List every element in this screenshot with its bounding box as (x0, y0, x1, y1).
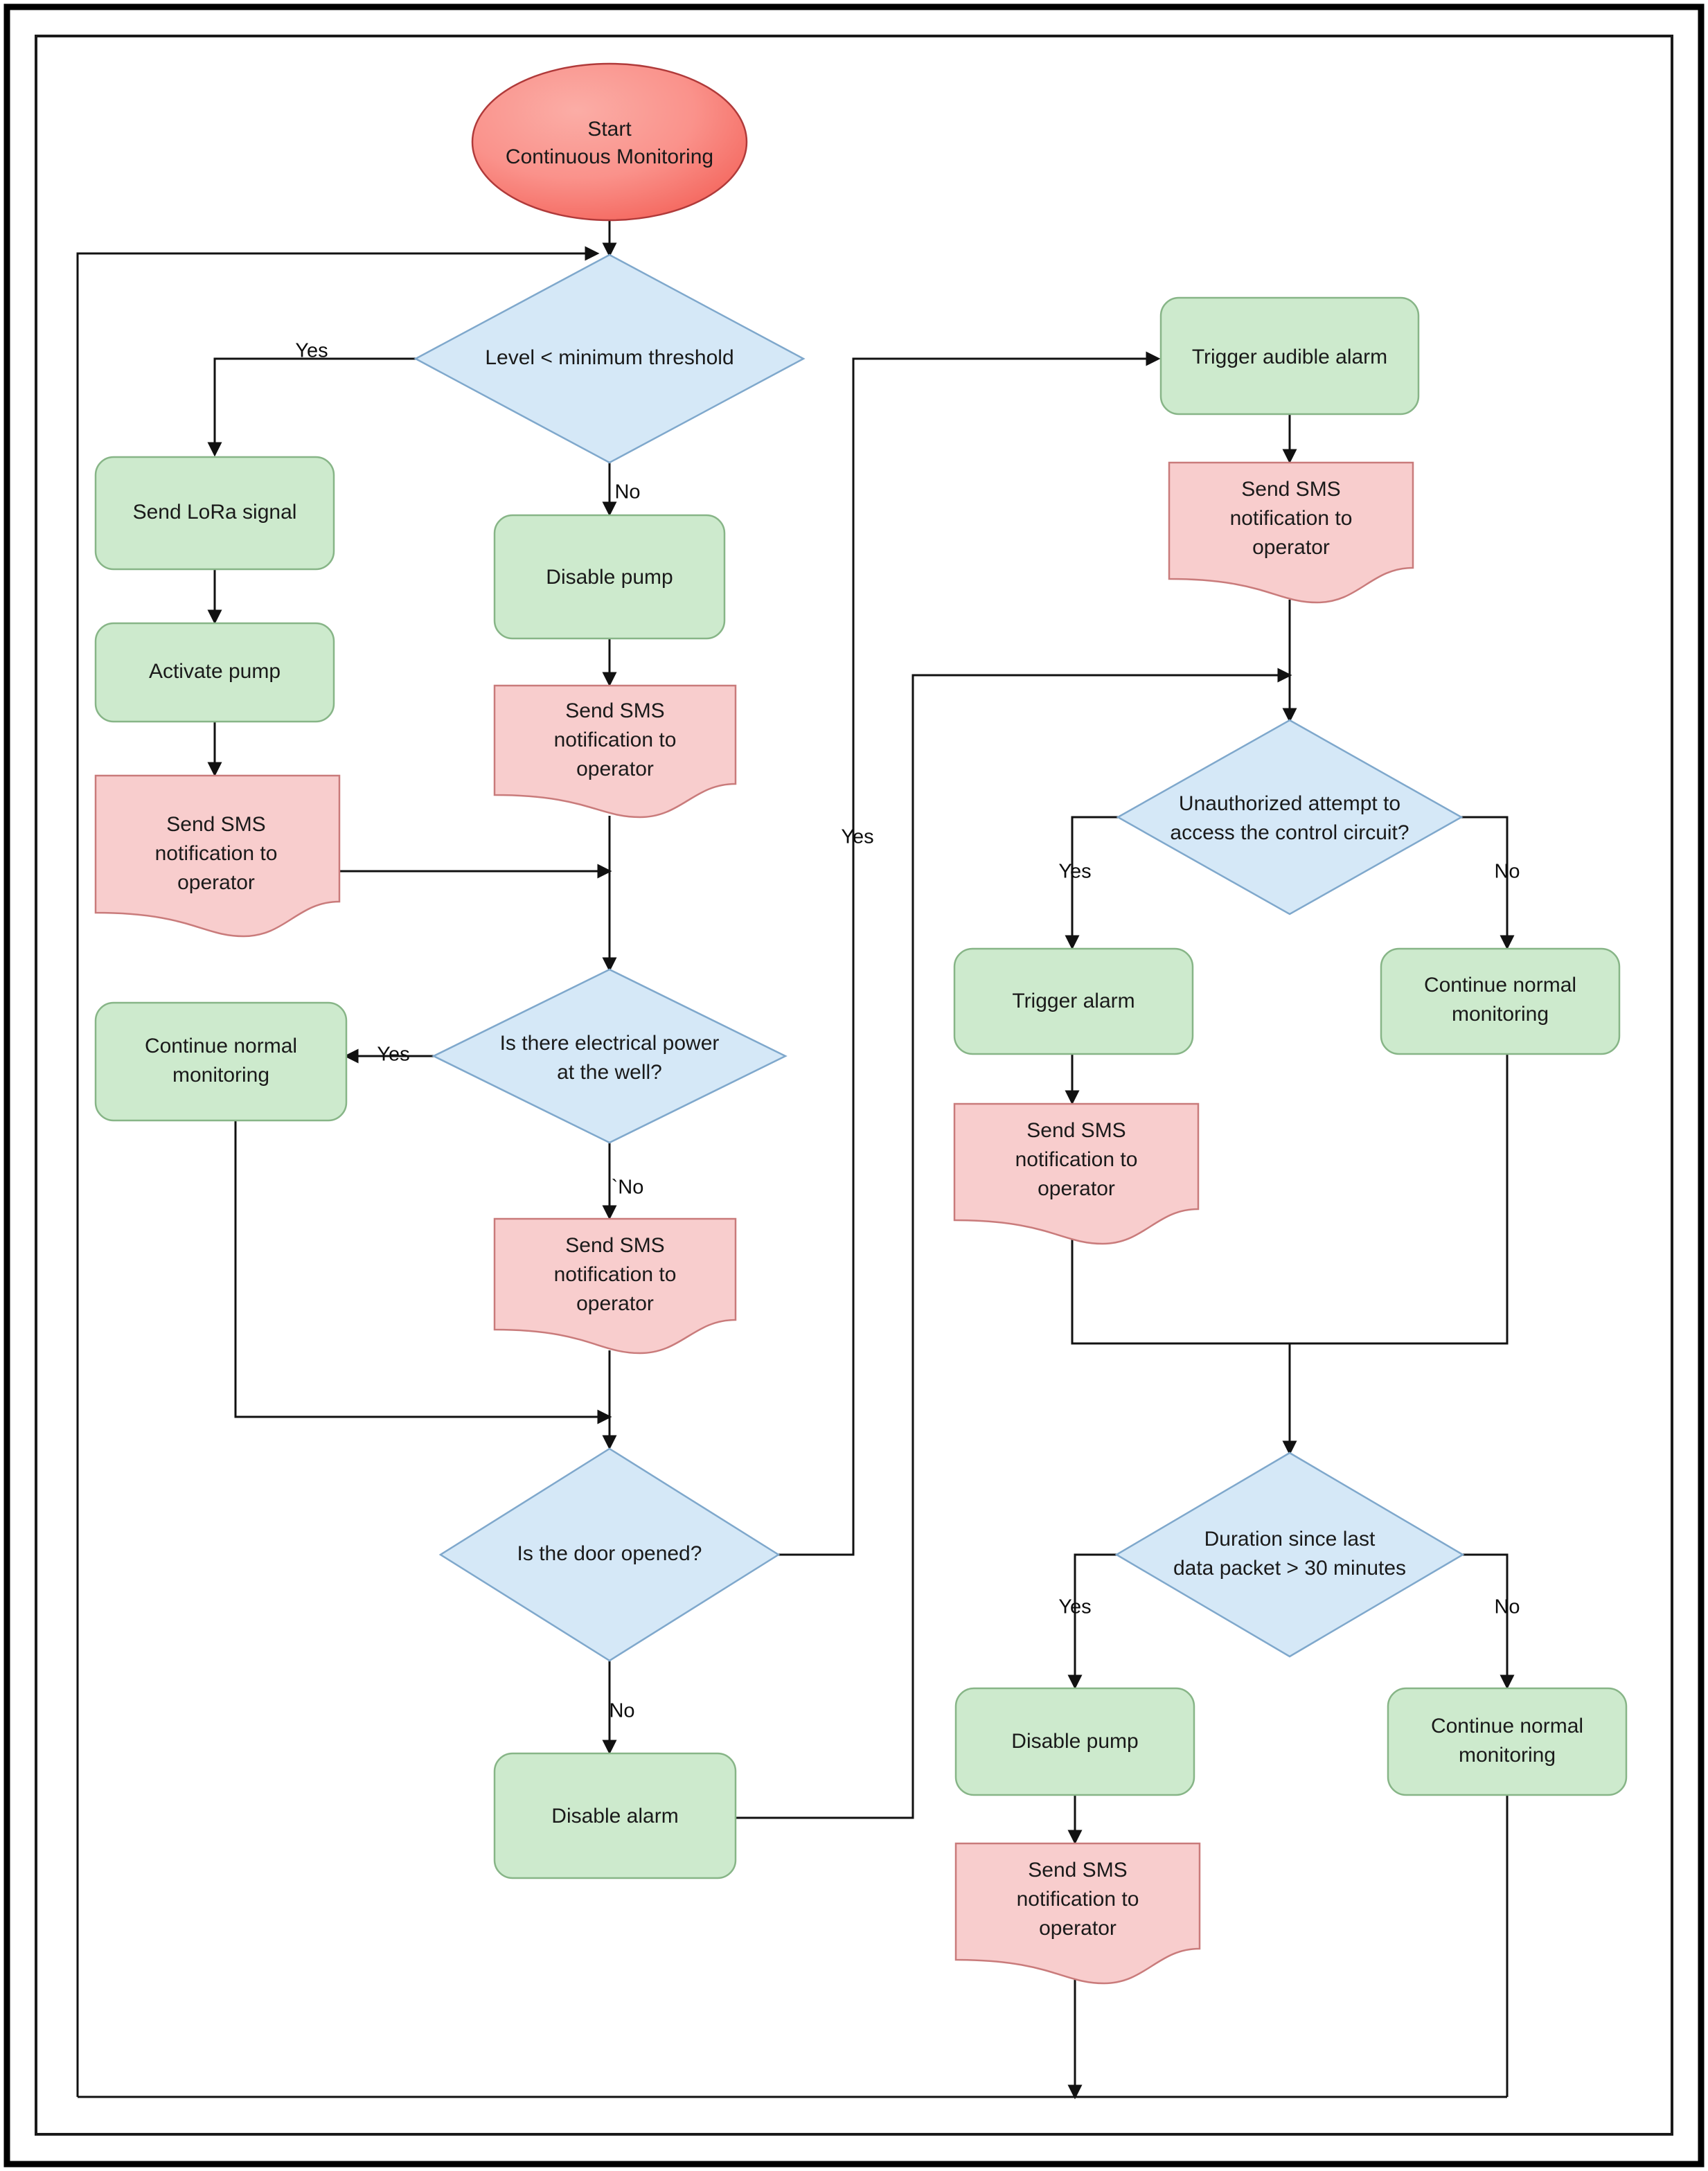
edge-disable-alarm-to-unauth (736, 668, 1292, 1819)
page-border-inner (35, 35, 1673, 2136)
edge-unauth-merge-left (1071, 1240, 1290, 1345)
node-sms-middle-top[interactable]: Send SMS notification to operator (493, 684, 737, 819)
edge-label-unauth-yes: Yes (1058, 861, 1091, 883)
node-disable-pump-middle[interactable]: Disable pump (493, 514, 726, 640)
edge-label-door-no: No (609, 1700, 634, 1722)
node-start[interactable]: Start Continuous Monitoring (471, 62, 748, 222)
node-decision-door-opened[interactable]: Is the door opened? (438, 1447, 781, 1662)
node-disable-pump-bottom[interactable]: Disable pump (954, 1687, 1195, 1796)
node-trigger-audible-alarm[interactable]: Trigger audible alarm (1159, 296, 1420, 416)
node-send-lora-signal[interactable]: Send LoRa signal (94, 456, 335, 571)
edge-label-power-yes: Yes (377, 1044, 409, 1066)
edge-label-power-no: `No (612, 1177, 644, 1199)
edge-global-loop-to-level (76, 246, 600, 2097)
node-decision-electrical-power[interactable]: Is there electrical power at the well? (432, 968, 788, 1144)
node-continue-normal-monitoring-duration[interactable]: Continue normal monitoring (1387, 1687, 1628, 1796)
node-continue-normal-monitoring-left[interactable]: Continue normal monitoring (94, 1001, 348, 1122)
node-decision-level[interactable]: Level < minimum threshold (413, 253, 806, 464)
node-sms-left[interactable]: Send SMS notification to operator (94, 774, 341, 938)
node-continue-normal-monitoring-unauth[interactable]: Continue normal monitoring (1380, 947, 1621, 1055)
edge-unauth-no (1460, 816, 1515, 950)
node-sms-middle-bottom[interactable]: Send SMS notification to operator (493, 1217, 737, 1355)
edge-label-level-no: No (614, 481, 640, 503)
node-sms-unauth[interactable]: Send SMS notification to operator (953, 1102, 1200, 1245)
node-trigger-alarm[interactable]: Trigger alarm (953, 947, 1194, 1055)
edge-level-yes (207, 357, 417, 457)
edge-cont-left-to-door-trunk (234, 1120, 612, 1424)
edge-duration-no (1459, 1553, 1515, 1690)
node-activate-pump[interactable]: Activate pump (94, 622, 335, 723)
edge-door-yes-to-audible-alarm (777, 351, 1161, 1556)
page-border-outer (3, 3, 1705, 2168)
node-disable-alarm[interactable]: Disable alarm (493, 1752, 737, 1879)
node-sms-right-top[interactable]: Send SMS notification to operator (1168, 461, 1414, 604)
edge-label-door-yes: Yes (841, 826, 873, 848)
edge-unauth-yes (1065, 816, 1119, 950)
node-decision-unauthorized-access[interactable]: Unauthorized attempt to access the contr… (1116, 719, 1464, 915)
node-sms-bottom[interactable]: Send SMS notification to operator (954, 1842, 1201, 1985)
edge-unauth-merge-right (1290, 1054, 1509, 1345)
node-decision-duration[interactable]: Duration since last data packet > 30 min… (1114, 1451, 1465, 1658)
edge-duration-yes (1067, 1553, 1121, 1690)
